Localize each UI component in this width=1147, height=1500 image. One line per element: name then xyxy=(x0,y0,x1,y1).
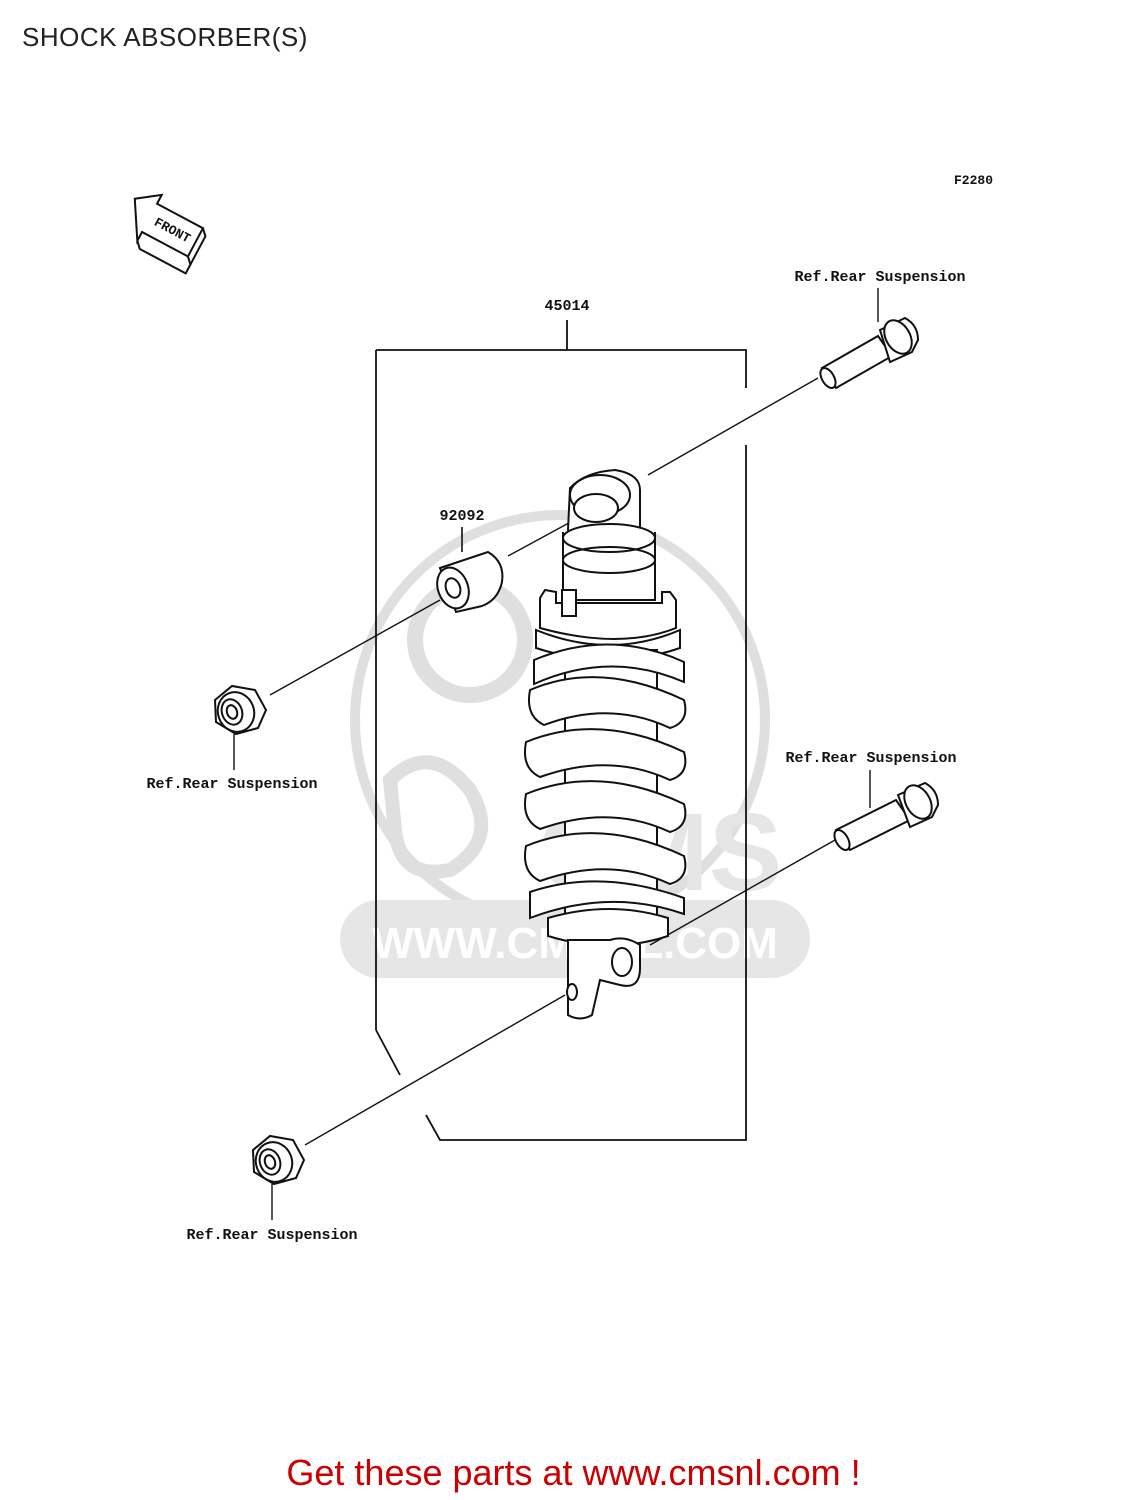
axis-lines xyxy=(269,377,836,1146)
cta-banner[interactable]: Get these parts at www.cmsnl.com ! xyxy=(0,1452,1147,1494)
page-title: SHOCK ABSORBER(S) xyxy=(22,22,308,52)
collar-92092 xyxy=(436,550,504,614)
lower-bolt xyxy=(833,781,940,852)
figure-code: F2280 xyxy=(954,173,993,188)
upper-nut xyxy=(213,684,268,736)
cta-link[interactable]: Get these parts at www.cmsnl.com ! xyxy=(286,1452,861,1493)
shock-absorber-45014 xyxy=(524,468,687,1020)
front-arrow-icon: FRONT xyxy=(133,193,207,275)
upper-bolt xyxy=(819,316,920,390)
ref-label-upper-bolt: Ref.Rear Suspension xyxy=(794,269,965,286)
ref-label-upper-nut: Ref.Rear Suspension xyxy=(146,776,317,793)
ref-label-lower-bolt: Ref.Rear Suspension xyxy=(785,750,956,767)
part-number-45014: 45014 xyxy=(544,298,589,315)
assembly-bracket xyxy=(375,320,747,1141)
ref-label-lower-nut: Ref.Rear Suspension xyxy=(186,1227,357,1244)
lower-nut xyxy=(251,1134,306,1186)
part-number-92092: 92092 xyxy=(439,508,484,525)
